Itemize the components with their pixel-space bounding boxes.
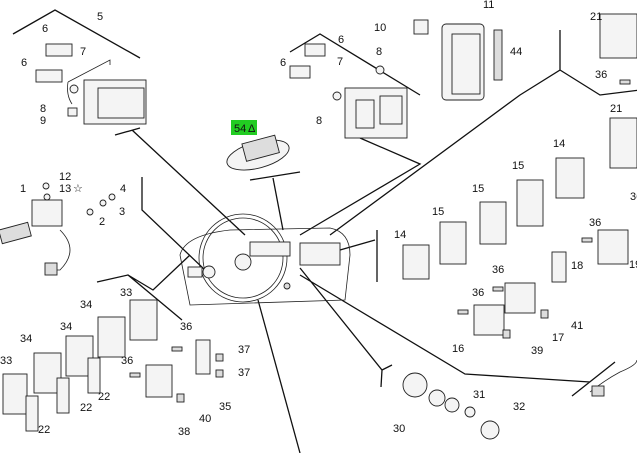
part-label: 44 — [510, 46, 522, 58]
part-label: 2 — [99, 216, 105, 228]
part-label: 41 — [571, 320, 583, 332]
part-label: 31 — [473, 389, 485, 401]
switch-panel-10 — [289, 43, 408, 139]
part-label: 36 — [630, 191, 637, 203]
part-label: 36 — [180, 321, 192, 333]
part-label: 6 — [280, 57, 286, 69]
part-label: 37 — [238, 344, 250, 356]
part-label: 34 — [20, 333, 32, 345]
part-label: 34 — [60, 321, 72, 333]
part-labels: 5 6 7 6 8 9 10 6 8 7 6 8 11 44 21 36 21 … — [0, 0, 637, 438]
part-label: 22 — [80, 402, 92, 414]
part-label: 35 — [219, 401, 231, 413]
part-label-54: 54 — [234, 123, 246, 135]
part-label: 15 — [472, 183, 484, 195]
part-label: 9 — [40, 115, 46, 127]
part-label: 14 — [394, 229, 406, 241]
interior-light-54 — [226, 134, 290, 171]
leader-lines — [12, 9, 637, 453]
part-label: 15 — [512, 160, 524, 172]
part-label: 11 — [483, 0, 494, 11]
switch-housings — [402, 13, 637, 339]
part-label: 15 — [432, 206, 444, 218]
part-label: 7 — [337, 56, 343, 68]
part-label: 16 — [452, 343, 464, 355]
part-label: 12 — [59, 171, 71, 183]
part-label: 38 — [178, 426, 190, 438]
part-label: 3 — [119, 206, 125, 218]
part-label: 36 — [589, 217, 601, 229]
part-label: 30 — [393, 423, 405, 435]
star-symbol: ☆ — [73, 183, 83, 195]
part-label: 33 — [120, 287, 132, 299]
part-label: 6 — [21, 57, 27, 69]
part-label: 21 — [590, 11, 602, 23]
part-label: 10 — [374, 22, 386, 34]
part-label: 1 — [20, 183, 26, 195]
part-label: 6 — [338, 34, 344, 46]
part-label: 32 — [513, 401, 525, 413]
part-label: 36 — [121, 355, 133, 367]
lower-switch-housings — [2, 299, 224, 432]
part-label: 19 — [629, 259, 637, 271]
dashboard-illustration — [179, 213, 351, 306]
part-label: 13 — [59, 183, 71, 195]
part-label: 33 — [0, 355, 12, 367]
part-label: 34 — [80, 299, 92, 311]
part-label: 8 — [376, 46, 382, 58]
part-label: 39 — [531, 345, 543, 357]
switch-assembly-1 — [0, 182, 116, 276]
part-label: 22 — [38, 424, 50, 436]
part-label: 36 — [595, 69, 607, 81]
part-label: 4 — [120, 183, 126, 195]
part-label: 21 — [610, 103, 622, 115]
part-label: 18 — [571, 260, 583, 272]
part-label: 7 — [80, 46, 86, 58]
part-label: 8 — [40, 103, 46, 115]
switch-panel-5 — [35, 43, 147, 125]
highlight-54 — [231, 120, 257, 135]
part-label: 5 — [97, 11, 103, 23]
part-label: 22 — [98, 391, 110, 403]
part-label: 37 — [238, 367, 250, 379]
part-label: 6 — [42, 23, 48, 35]
part-label: 36 — [492, 264, 504, 276]
control-unit-11 — [413, 19, 503, 101]
ignition-switch-30 — [402, 359, 637, 440]
triangle-symbol: Δ — [248, 123, 256, 135]
part-label: 14 — [553, 138, 565, 150]
part-label: 40 — [199, 413, 211, 425]
part-label: 17 — [552, 332, 564, 344]
part-label: 36 — [472, 287, 484, 299]
part-label: 8 — [316, 115, 322, 127]
